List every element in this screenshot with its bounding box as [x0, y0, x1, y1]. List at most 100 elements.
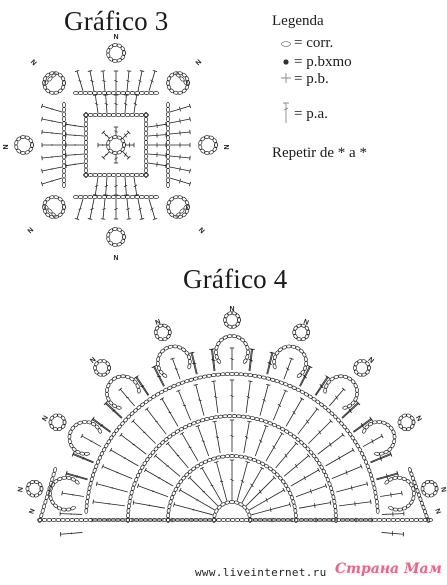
chain-stitch	[161, 373, 168, 378]
stitch-bar	[150, 207, 154, 211]
chain-stitch	[151, 394, 157, 399]
chain-stitch	[84, 139, 88, 146]
stitch-top	[101, 464, 104, 469]
stitch-top	[193, 383, 198, 386]
chain-stitch	[45, 88, 51, 94]
chain-stitch	[105, 361, 111, 367]
chain-stitch	[302, 352, 307, 358]
chain-stitch	[144, 121, 148, 128]
chain-stitch	[170, 494, 175, 501]
chain-stitch	[428, 493, 435, 498]
chain-stitch	[144, 162, 148, 169]
chain-stitch	[162, 323, 168, 328]
chain-stitch	[38, 517, 42, 523]
chain-stitch	[329, 376, 335, 382]
stitch-bar	[262, 398, 266, 402]
chain-stitch	[184, 472, 190, 478]
chain-stitch	[84, 158, 88, 165]
chain-stitch	[116, 150, 123, 155]
chain-stitch	[162, 387, 169, 393]
chain-stitch	[46, 518, 53, 522]
chain-stitch	[144, 153, 148, 160]
stitch-bar	[94, 103, 99, 105]
chain-stitch	[166, 182, 170, 188]
chain-stitch	[363, 459, 369, 465]
chain-stitch	[166, 153, 170, 160]
chain-stitch	[405, 479, 411, 484]
chain-stitch	[334, 517, 338, 523]
chain-stitch	[214, 508, 219, 514]
chain-stitch	[166, 333, 171, 340]
chain-stitch	[49, 423, 55, 430]
chain-stitch	[409, 415, 415, 421]
stitch-top	[92, 499, 94, 504]
stitch-top	[101, 155, 106, 160]
chain-stitch	[214, 344, 219, 351]
chain-stitch	[353, 361, 359, 367]
chain-stitch	[302, 365, 308, 372]
chain-stitch	[65, 476, 72, 480]
chain-stitch	[373, 489, 378, 496]
chain-stitch	[355, 387, 359, 393]
chain-stitch	[372, 485, 377, 492]
chain-stitch	[166, 102, 170, 108]
legend-label-double-crochet: = p.a.	[294, 106, 328, 122]
chain-stitch	[139, 402, 146, 407]
stitch-top	[93, 94, 98, 96]
chain-stitch	[62, 111, 66, 118]
chain-stitch	[105, 91, 112, 95]
stitch-top	[165, 441, 170, 446]
chain-stitch	[75, 449, 81, 455]
stitch-bar	[272, 445, 276, 450]
chain-stitch	[92, 113, 99, 117]
chain-stitch	[365, 463, 370, 470]
chain-stitch	[78, 518, 85, 522]
chain-stitch	[375, 507, 380, 514]
chain-stitch	[311, 396, 317, 402]
yarn-join-marker: N	[29, 59, 38, 68]
chain-stitch	[371, 480, 376, 487]
chain-stitch	[106, 236, 111, 243]
chain-stitch	[166, 106, 170, 113]
chain-stitch	[48, 90, 55, 95]
chain-stitch	[84, 130, 88, 137]
chain-stitch	[69, 442, 74, 449]
stitch-bar	[82, 457, 84, 460]
stitch-bar	[295, 463, 298, 469]
chain-stitch	[166, 208, 172, 215]
chain-stitch	[249, 416, 256, 420]
chain-stitch	[288, 490, 293, 497]
figure-4-title: Gráfico 4	[183, 264, 288, 294]
chain-stitch	[145, 456, 150, 463]
chain-stitch	[265, 376, 272, 381]
chain-stitch	[413, 483, 419, 490]
stitch-bar	[351, 485, 353, 491]
chain-stitch	[172, 195, 179, 200]
chain-stitch	[136, 405, 142, 410]
chain-stitch	[115, 405, 122, 410]
chain-stitch	[332, 414, 338, 420]
chain-stitch	[333, 507, 338, 514]
chain-stitch	[62, 144, 66, 151]
stitch-top	[266, 383, 271, 386]
chain-stitch	[50, 476, 55, 482]
chain-stitch	[144, 116, 148, 123]
chain-stitch	[432, 490, 438, 496]
chain-stitch	[88, 480, 93, 487]
chain-stitch	[179, 76, 185, 82]
chain-stitch	[277, 347, 283, 353]
stitch-bar	[51, 120, 53, 122]
chain-stitch	[388, 506, 394, 511]
chain-stitch	[330, 489, 335, 496]
chain-stitch	[179, 380, 186, 385]
chain-stitch	[323, 387, 328, 394]
chain-stitch	[401, 413, 408, 418]
chain-stitch	[157, 323, 164, 328]
chain-stitch	[229, 518, 236, 522]
chain-stitch	[47, 208, 53, 214]
chain-stitch	[274, 379, 280, 384]
chain-stitch	[111, 431, 117, 437]
stitch-top	[179, 431, 185, 435]
chain-stitch	[314, 456, 319, 463]
chain-stitch	[87, 195, 94, 199]
